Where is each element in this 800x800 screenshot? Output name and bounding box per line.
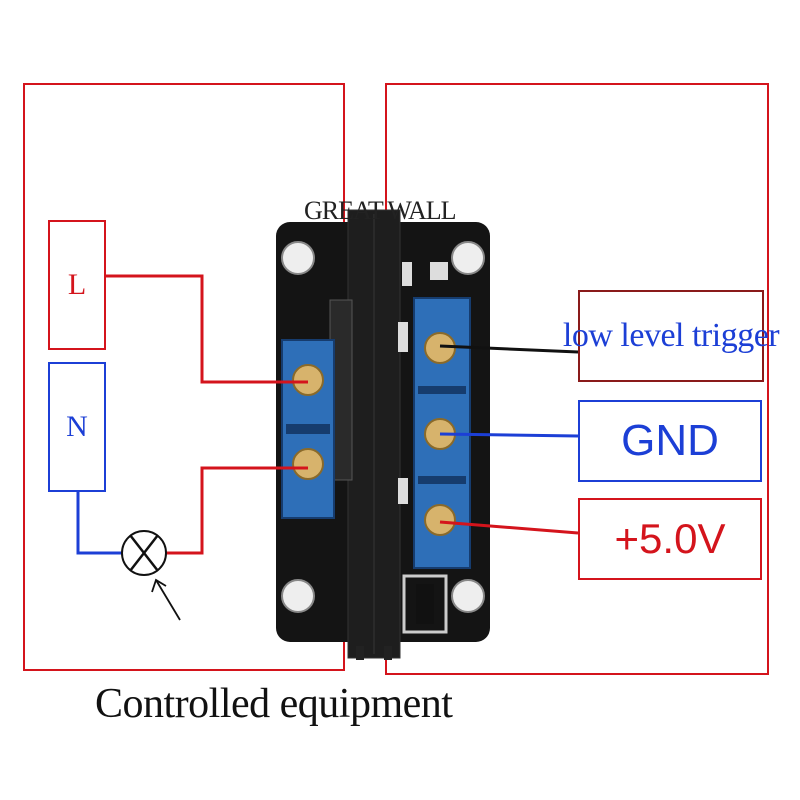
switch-component	[402, 574, 448, 634]
relay-module	[276, 209, 490, 660]
brand-label: GREAT WALL	[304, 196, 457, 225]
terminal-screw	[424, 332, 456, 364]
terminal-screw	[292, 448, 324, 480]
trigger-label: low level trigger	[562, 317, 780, 354]
terminal-divider	[418, 476, 466, 484]
smd-component	[430, 262, 448, 280]
neutral-label: N	[66, 410, 88, 443]
trigger-wire	[439, 344, 579, 354]
ssr-pin	[356, 646, 364, 660]
terminal-divider	[418, 386, 466, 394]
trigger-label-box: low level trigger	[563, 290, 780, 382]
vcc-wire	[439, 520, 579, 535]
smd-component	[402, 262, 412, 286]
live-label: L	[67, 268, 87, 301]
terminal-divider	[286, 424, 330, 434]
neutral-wire	[76, 492, 128, 555]
mounting-hole	[451, 241, 485, 275]
terminal-screw	[424, 504, 456, 536]
supply-label-box: +5.0V	[578, 498, 762, 580]
ssr-pin	[384, 646, 392, 660]
lamp-icon	[121, 530, 181, 621]
led-component	[398, 322, 408, 352]
controlled-equipment-caption: Controlled equipment	[95, 681, 453, 727]
live-label-box: L	[48, 220, 106, 350]
terminal-screw	[292, 364, 324, 396]
mounting-hole	[281, 579, 315, 613]
supply-label: +5.0V	[614, 515, 726, 562]
switch-knob	[416, 584, 434, 624]
lamp-return-wire	[160, 466, 308, 555]
mounting-hole	[451, 579, 485, 613]
mounting-hole	[281, 241, 315, 275]
resistor-component	[398, 478, 408, 504]
gnd-wire	[439, 432, 579, 438]
neutral-label-box: N	[48, 362, 106, 492]
live-wire	[106, 274, 308, 384]
gnd-label: GND	[621, 416, 719, 465]
gnd-label-box: GND	[578, 400, 762, 482]
